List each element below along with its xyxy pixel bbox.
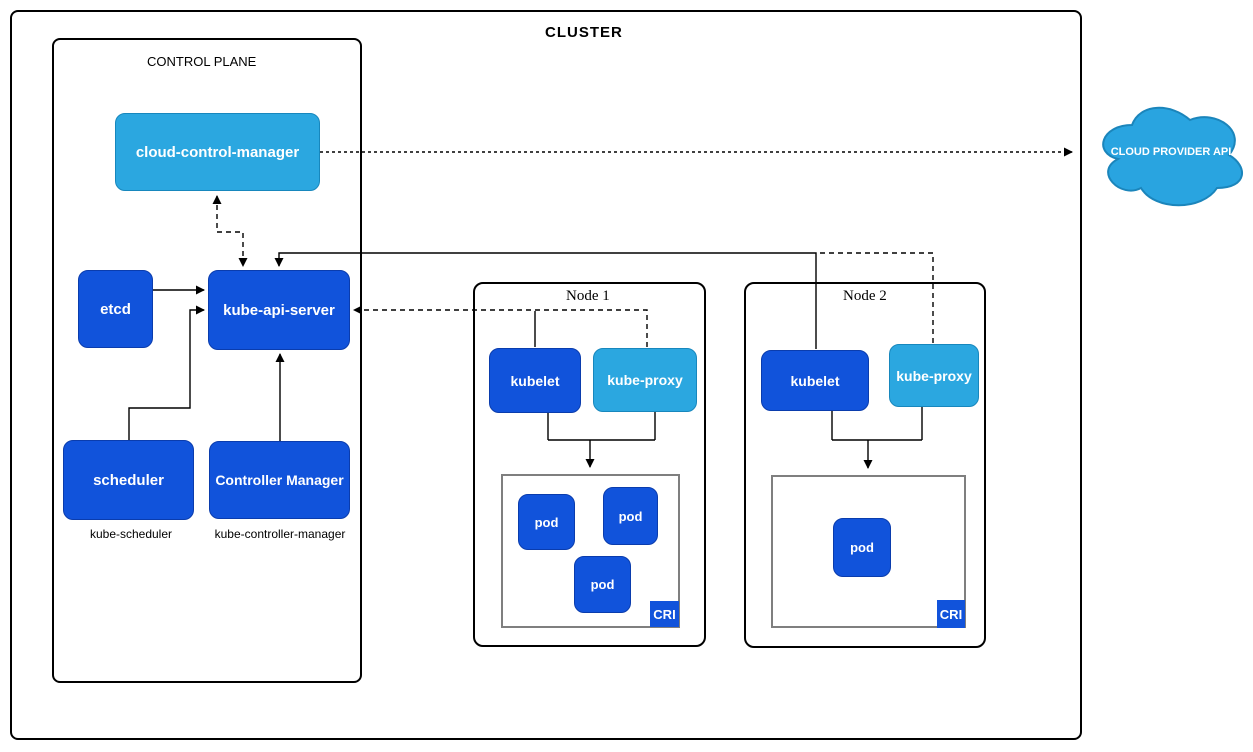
kube-api-server-label: kube-api-server — [223, 301, 335, 319]
node2-cri-label: CRI — [939, 606, 963, 622]
node2-kube-proxy-box: kube-proxy — [889, 344, 979, 407]
node1-kubelet-label: kubelet — [510, 372, 560, 389]
node1-title: Node 1 — [566, 288, 610, 304]
controller-manager-label: Controller Manager — [215, 472, 344, 488]
kube-api-server-box: kube-api-server — [208, 270, 350, 350]
control-plane-container — [52, 38, 362, 683]
node1-kube-proxy-label: kube-proxy — [607, 372, 683, 388]
cluster-container — [10, 10, 1082, 740]
etcd-label: etcd — [100, 300, 131, 318]
node1-pod1-box: pod — [518, 494, 575, 550]
node2-pod1-box: pod — [833, 518, 891, 577]
node2-kube-proxy-label: kube-proxy — [896, 367, 972, 384]
node2-cri-badge: CRI — [937, 600, 965, 628]
controller-manager-box: Controller Manager — [209, 441, 350, 519]
node1-kubelet-box: kubelet — [489, 348, 581, 413]
node1-cri-badge: CRI — [650, 601, 679, 627]
cloud-control-manager-label: cloud-control-manager — [135, 143, 300, 161]
cluster-title: CLUSTER — [545, 24, 623, 41]
node2-kubelet-box: kubelet — [761, 350, 869, 411]
node1-cri-container — [501, 474, 680, 628]
scheduler-box: scheduler — [63, 440, 194, 520]
node1-pod2-label: pod — [618, 508, 643, 524]
node1-pod2-box: pod — [603, 487, 658, 545]
node2-kubelet-label: kubelet — [790, 372, 840, 389]
etcd-box: etcd — [78, 270, 153, 348]
control-plane-title: CONTROL PLANE — [147, 54, 257, 69]
scheduler-label: scheduler — [93, 471, 164, 489]
node1-pod3-label: pod — [590, 577, 615, 592]
scheduler-caption: kube-scheduler — [89, 527, 173, 541]
cloud-provider-api-label: CLOUD PROVIDER API — [1110, 146, 1232, 158]
node2-title: Node 2 — [843, 288, 887, 304]
node2-cri-container — [771, 475, 966, 628]
cloud-control-manager-box: cloud-control-manager — [115, 113, 320, 191]
node1-kube-proxy-box: kube-proxy — [593, 348, 697, 412]
node2-pod1-label: pod — [850, 540, 874, 555]
node1-pod1-label: pod — [534, 514, 559, 530]
node1-pod3-box: pod — [574, 556, 631, 613]
node1-cri-label: CRI — [653, 606, 676, 622]
controller-manager-caption: kube-controller-manager — [214, 527, 346, 541]
